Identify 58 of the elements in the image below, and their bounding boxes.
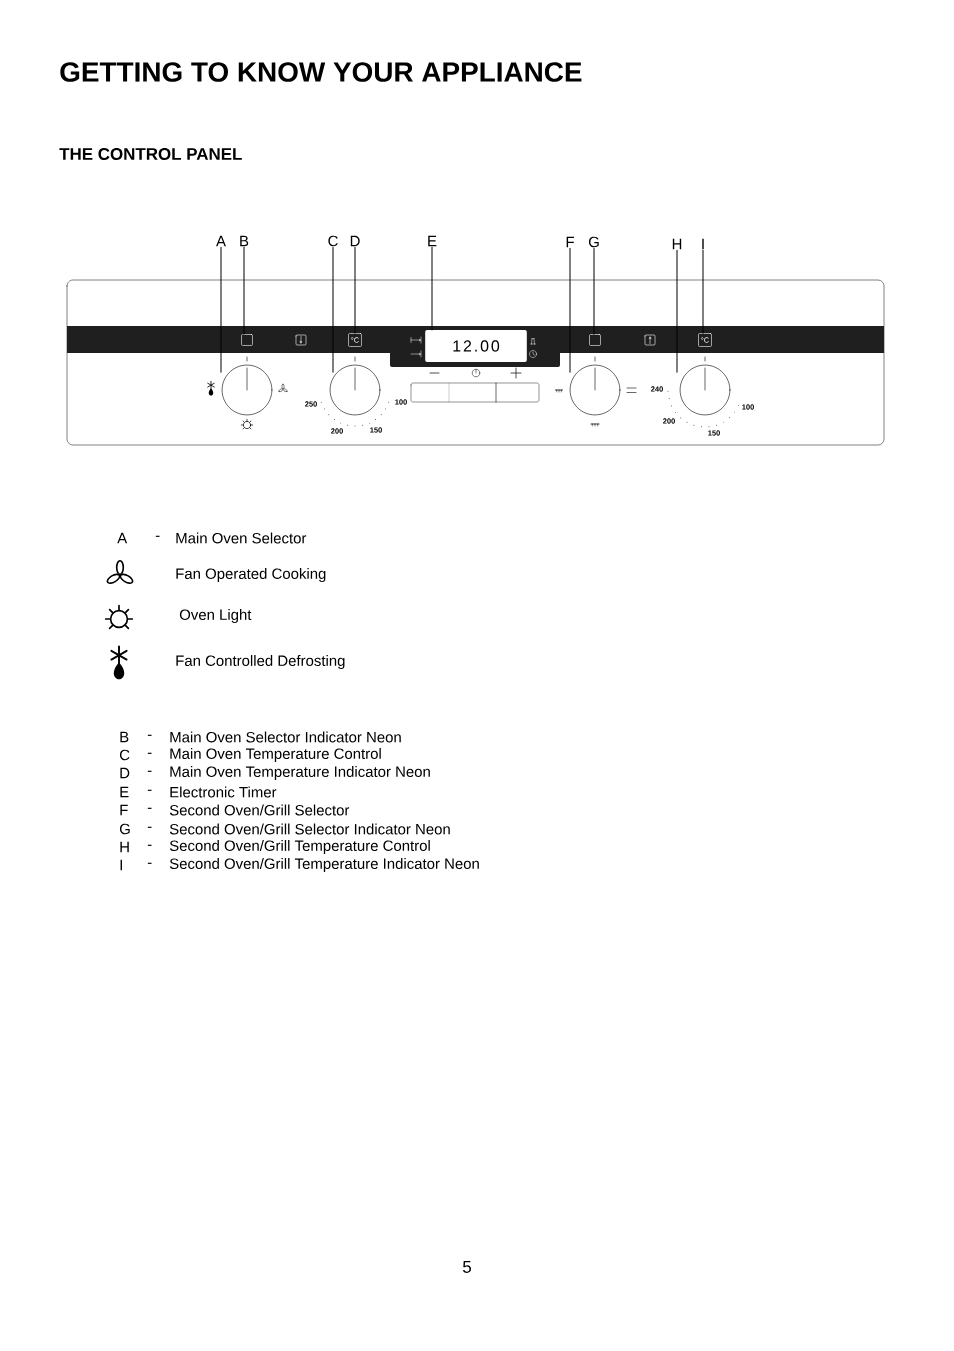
list-text: B [120, 731, 129, 743]
knob [329, 356, 381, 416]
list-text: Second Oven/Grill Temperature Control [169, 840, 430, 854]
leader-line [220, 246, 222, 373]
list-text: - [147, 752, 152, 754]
leader-line [332, 247, 334, 373]
callout-letter: C [328, 235, 338, 247]
list-text: F [120, 804, 128, 816]
list-text: - [147, 826, 152, 828]
page-title: GETTING TO KNOW YOUR APPLIANCE [60, 62, 582, 82]
indicator-neon [241, 334, 253, 346]
list-text: - [147, 789, 152, 791]
legend-text: Fan Controlled Defrosting [176, 655, 345, 669]
leader-line [569, 247, 571, 373]
list-text: - [147, 862, 152, 864]
timer-display: 12.00 [425, 330, 527, 362]
callout-letter: G [588, 236, 599, 248]
list-text: A [117, 532, 128, 544]
legend-text: Fan Operated Cooking [176, 568, 326, 582]
leader-line [431, 246, 433, 331]
callout-letter: F [566, 236, 574, 248]
section-heading: THE CONTROL PANEL [59, 148, 242, 160]
knob [679, 356, 731, 416]
list-text: H [120, 841, 129, 853]
leader-line [593, 248, 595, 335]
list-text: - [155, 535, 160, 537]
legend-text: Oven Light [179, 609, 252, 623]
list-text: Second Oven/Grill Selector [169, 804, 350, 816]
list-text: Main Oven Selector Indicator Neon [170, 731, 401, 743]
list-text: Second Oven/Grill Selector Indicator Neon [169, 823, 450, 835]
list-text: Second Oven/Grill Temperature Indicator Neon [169, 858, 479, 872]
list-text: I [120, 859, 122, 871]
knob [569, 356, 621, 416]
list-text: Main Oven Selector [176, 532, 307, 544]
leader-line [354, 246, 356, 334]
list-text: - [147, 844, 152, 846]
list-text: E [120, 786, 129, 798]
list-text: - [147, 734, 152, 736]
indicator-neon [589, 334, 601, 346]
callout-letter: D [350, 235, 360, 247]
list-text: D [120, 767, 130, 779]
list-text: - [147, 770, 152, 772]
callout-letter: H [672, 238, 682, 250]
leader-line [702, 249, 704, 334]
knob [221, 356, 273, 416]
list-text: Electronic Timer [170, 786, 277, 798]
list-text: Main Oven Temperature Control [170, 748, 381, 762]
callout-letter: E [428, 235, 437, 247]
page-number: 5 [462, 1261, 471, 1273]
list-text: C [119, 749, 130, 761]
leader-line [676, 249, 678, 373]
leader-line [243, 246, 245, 335]
list-text: - [147, 807, 152, 809]
list-text: Main Oven Temperature Indicator Neon [170, 766, 430, 780]
callout-letter: A [216, 235, 226, 247]
callout-letter: B [240, 235, 249, 247]
callout-letter: I [702, 238, 704, 250]
list-text: G [119, 823, 130, 835]
